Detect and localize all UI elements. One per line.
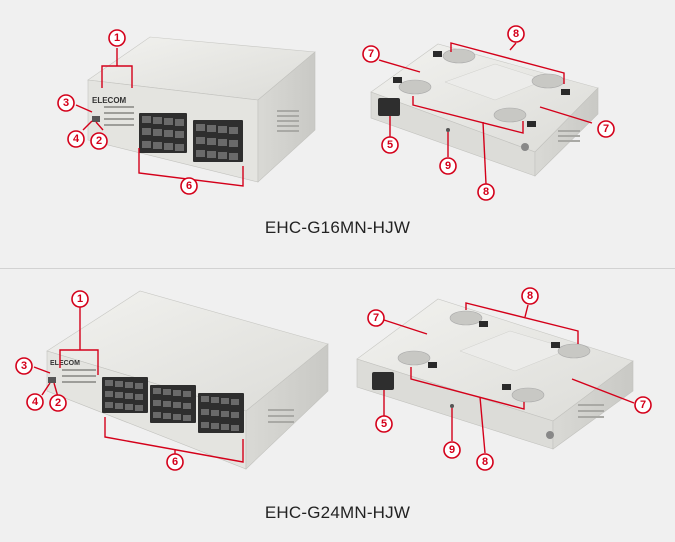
- callout-badge-2: 2: [49, 394, 67, 412]
- callout-line-8b: [412, 96, 524, 134]
- svg-text:9: 9: [445, 160, 451, 172]
- callout-badge-7a: 7: [367, 309, 385, 327]
- svg-text:7: 7: [373, 312, 379, 324]
- svg-text:5: 5: [387, 139, 393, 151]
- section-divider: [0, 268, 675, 269]
- rubber-feet: [398, 48, 565, 123]
- svg-text:8: 8: [527, 290, 533, 302]
- svg-text:7: 7: [603, 123, 609, 135]
- svg-text:8: 8: [482, 456, 488, 468]
- svg-text:9: 9: [449, 444, 455, 456]
- rubber-feet: [397, 310, 591, 403]
- callout-line-6: [104, 417, 244, 463]
- callout-badge-7b: 7: [634, 396, 652, 414]
- lan-ports-group-2: [193, 120, 243, 162]
- switch-front-view: ELECOM: [46, 290, 329, 470]
- front-brand-logo: ELECOM: [50, 360, 80, 367]
- svg-text:3: 3: [63, 97, 69, 109]
- svg-text:4: 4: [32, 396, 39, 408]
- callout-badge-3: 3: [15, 357, 33, 375]
- svg-text:5: 5: [381, 418, 387, 430]
- callout-badge-7a: 7: [362, 45, 380, 63]
- callout-badge-4: 4: [26, 393, 44, 411]
- svg-text:6: 6: [186, 180, 192, 192]
- lan-ports-group-2: [150, 385, 196, 423]
- power-inlet: [372, 372, 394, 390]
- callout-badge-1: 1: [108, 29, 126, 47]
- callout-badge-5: 5: [375, 415, 393, 433]
- callout-badge-4: 4: [67, 130, 85, 148]
- callout-badge-2: 2: [90, 132, 108, 150]
- callout-badge-7b: 7: [597, 120, 615, 138]
- callout-badge-6: 6: [166, 453, 184, 471]
- callout-badge-8b: 8: [477, 183, 495, 201]
- switch-front-view: ELECOM: [87, 36, 316, 183]
- callout-badge-6: 6: [180, 177, 198, 195]
- lan-ports-group-3: [198, 393, 244, 433]
- callout-line-1: [59, 349, 99, 375]
- svg-text:8: 8: [513, 28, 519, 40]
- product-panel-16port: ELECOM: [0, 0, 675, 268]
- callout-badge-3: 3: [57, 94, 75, 112]
- power-inlet: [378, 98, 400, 116]
- svg-text:7: 7: [640, 399, 646, 411]
- callout-line-8a: [450, 42, 565, 84]
- front-brand-logo: ELECOM: [92, 96, 127, 105]
- callout-line-8b: [410, 367, 525, 410]
- lan-ports-group-1: [139, 113, 187, 153]
- svg-text:6: 6: [172, 456, 178, 468]
- svg-text:1: 1: [77, 293, 83, 305]
- svg-text:7: 7: [368, 48, 374, 60]
- product-illustration-16port: ELECOM: [57, 25, 615, 201]
- svg-text:8: 8: [483, 186, 489, 198]
- callout-badge-8b: 8: [476, 453, 494, 471]
- switch-bottom-view: [356, 298, 634, 450]
- callout-badge-8a: 8: [507, 25, 525, 43]
- svg-text:1: 1: [114, 32, 120, 44]
- svg-text:3: 3: [21, 360, 27, 372]
- svg-text:2: 2: [55, 397, 61, 409]
- callout-badge-9: 9: [443, 441, 461, 459]
- lan-ports-group-1: [102, 377, 148, 413]
- model-name-caption: EHC-G16MN-HJW: [264, 218, 411, 237]
- callout-badge-8a: 8: [521, 287, 539, 305]
- product-panel-24port: ELECOM: [0, 269, 675, 542]
- svg-text:2: 2: [96, 135, 102, 147]
- callout-badge-1: 1: [71, 290, 89, 308]
- callout-badge-9: 9: [439, 157, 457, 175]
- callout-line-8a: [465, 302, 579, 344]
- product-illustration-24port: ELECOM: [15, 287, 652, 471]
- model-name-caption: EHC-G24MN-HJW: [264, 503, 411, 522]
- switch-bottom-view: [370, 43, 599, 177]
- svg-text:4: 4: [73, 133, 80, 145]
- callout-badge-5: 5: [381, 136, 399, 154]
